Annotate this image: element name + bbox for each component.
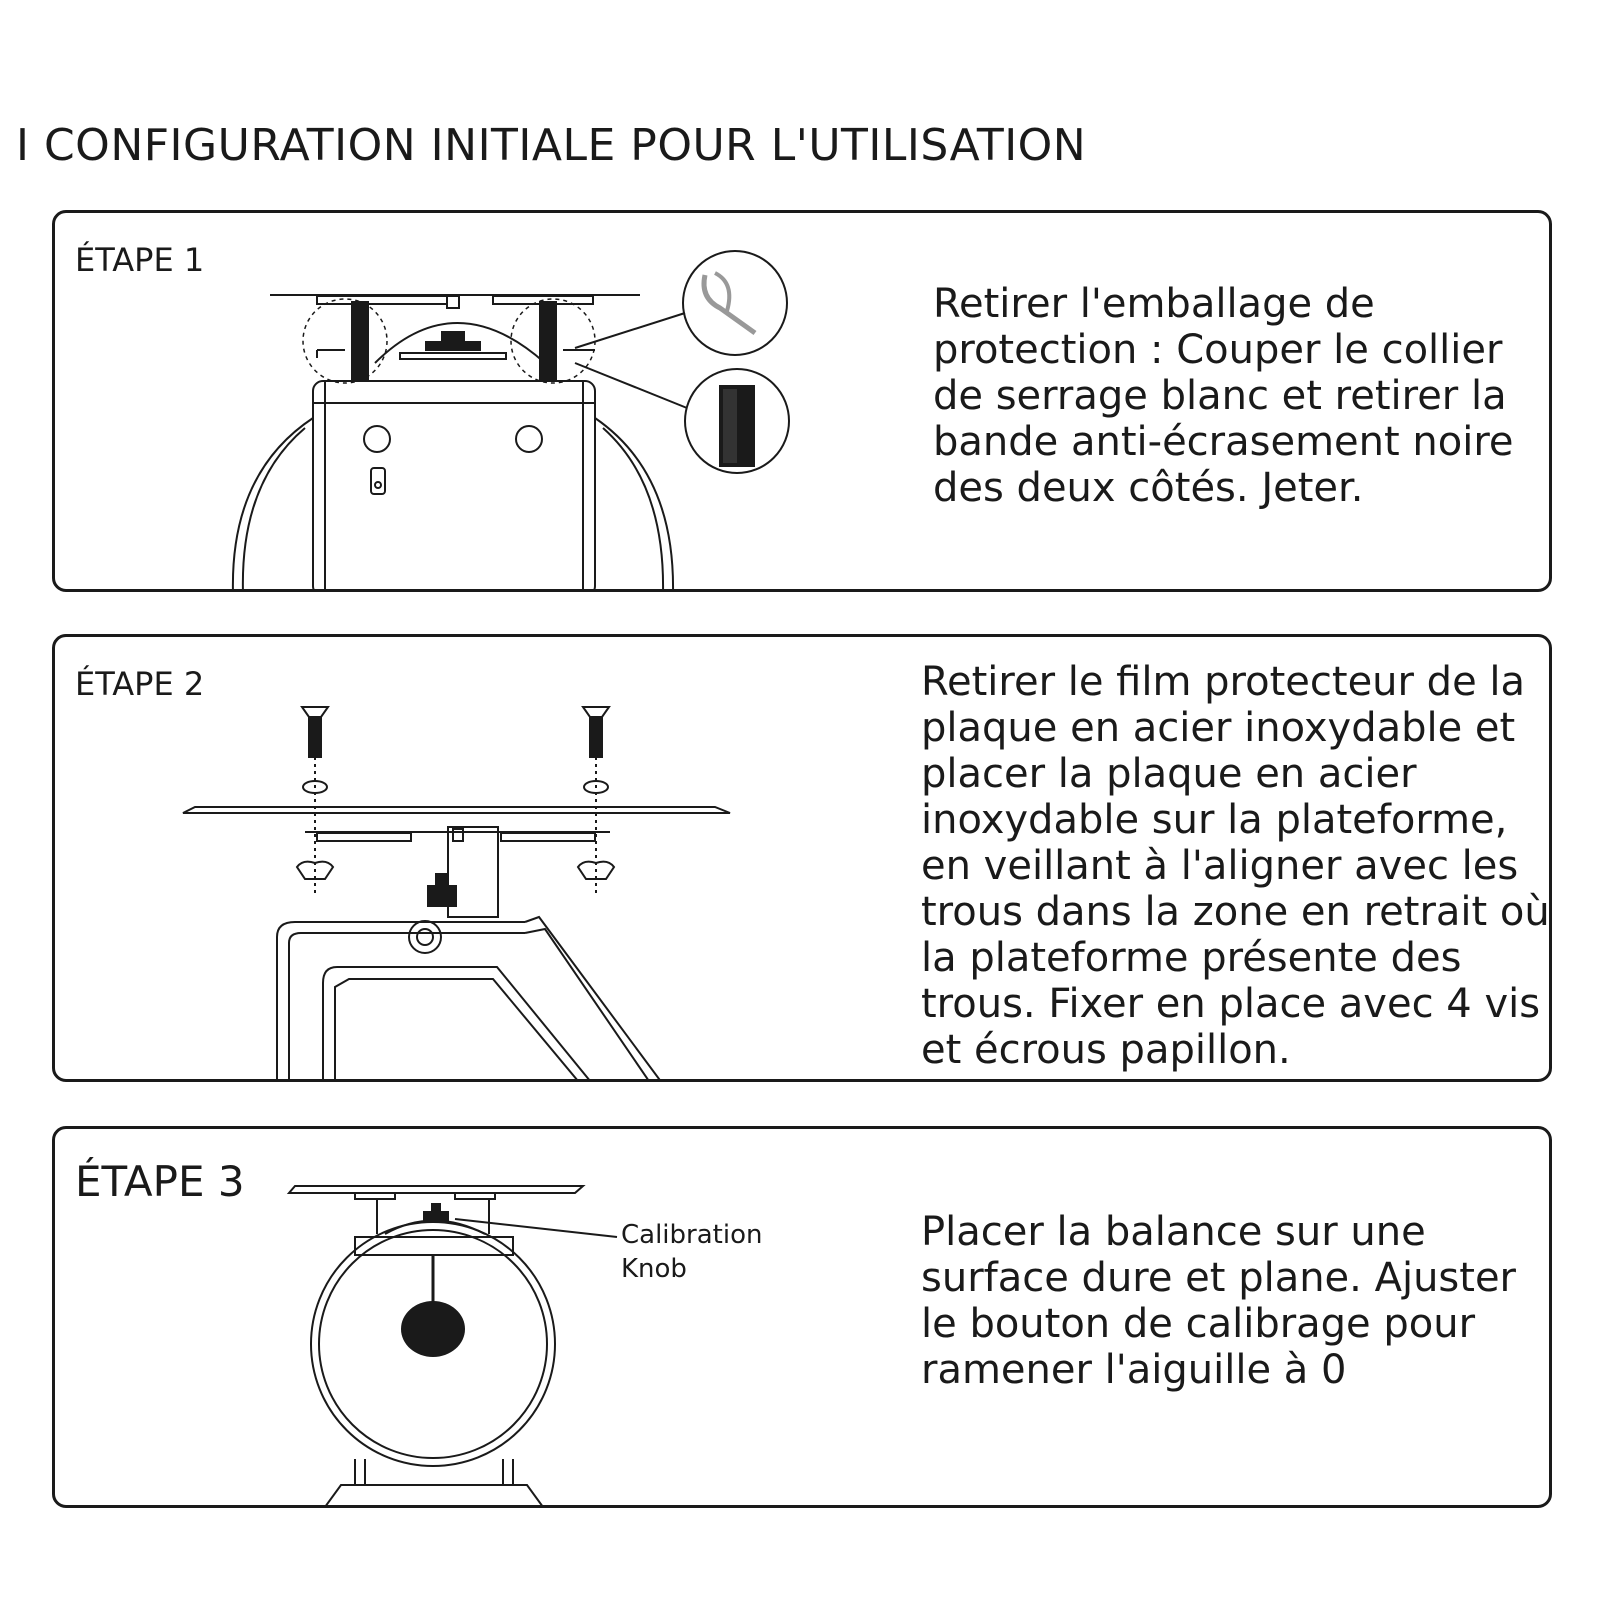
step-2-panel: ÉTAPE 2 <box>52 634 1552 1082</box>
page-title: I CONFIGURATION INITIALE POUR L'UTILISAT… <box>16 120 1087 171</box>
step-1-label: ÉTAPE 1 <box>75 241 205 279</box>
step-1-panel: ÉTAPE 1 <box>52 210 1552 592</box>
step-2-illustration <box>182 706 731 1079</box>
calibration-knob-label-line1: Calibration <box>621 1220 762 1250</box>
step-3-label: ÉTAPE 3 <box>75 1157 245 1206</box>
calibration-knob-label-line2: Knob <box>621 1254 687 1284</box>
step-2-text: Retirer le film protecteur de la plaque … <box>921 659 1550 1073</box>
step-1-illustration <box>231 250 790 589</box>
step-3-panel: ÉTAPE 3 <box>52 1126 1552 1508</box>
step-2-label: ÉTAPE 2 <box>75 665 205 703</box>
step-3-text: Placer la balance sur une surface dure e… <box>921 1209 1516 1393</box>
step-1-text: Retirer l'emballage de protection : Coup… <box>933 281 1514 511</box>
step-3-illustration: Calibration Knob <box>286 1185 762 1505</box>
